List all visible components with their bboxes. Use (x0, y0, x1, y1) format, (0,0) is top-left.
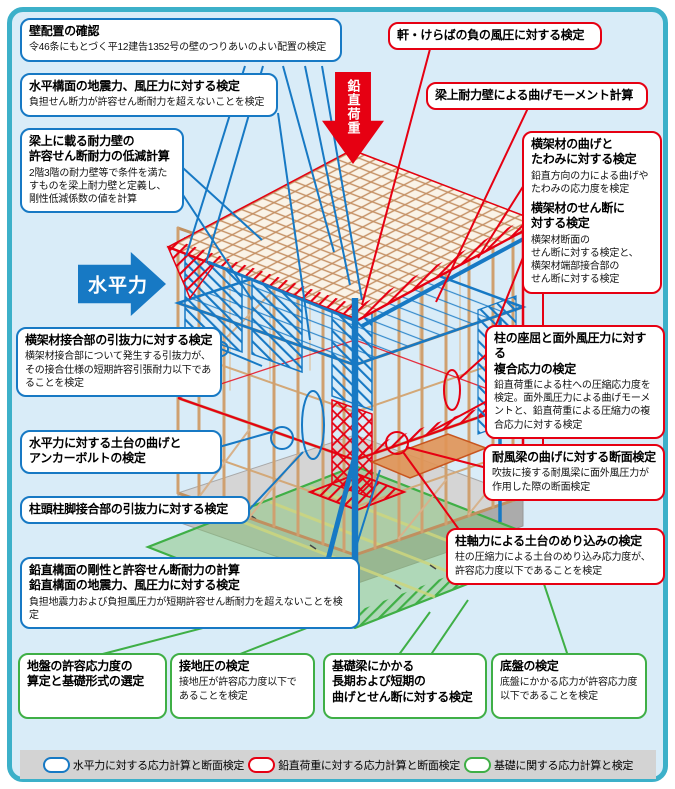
note-title: 柱頭柱脚接合部の引抜力に対する検定 (29, 502, 228, 516)
note-sill-bending-anchor: 水平力に対する土台の曲げと アンカーボルトの検定 (20, 430, 222, 474)
note-title: 水平力に対する土台の曲げと アンカーボルトの検定 (29, 436, 182, 466)
note-foundation-beam: 基礎梁にかかる 長期および短期の 曲げとせん断に対する検定 (323, 653, 487, 719)
note-body: 2階3階の耐力壁等で条件を満たすものを梁上耐力壁と定義し、剛性低減係数の値を計算 (29, 167, 168, 206)
note-body: 鉛直荷重による柱への圧縮応力度を検定。面外風圧力による曲げモーメントと、鉛直荷重… (494, 380, 651, 431)
note-title: 横架材接合部の引抜力に対する検定 (25, 333, 213, 347)
note-title: 底盤の検定 (500, 659, 559, 673)
legend-item-foundation: 基礎に関する応力計算と検定 (464, 756, 634, 773)
legend-label: 水平力に対する応力計算と断面検定 (72, 759, 245, 772)
vertical-load-arrow-label: 鉛直荷重 (345, 79, 361, 135)
note-body: 柱の圧縮力による土台のめり込み応力度が、許容応力度以下であることを検定 (455, 552, 651, 577)
note-title: 柱軸力による土台のめり込みの検定 (455, 534, 642, 548)
blue-connectors (182, 65, 381, 561)
note-body: 負担せん断力が許容せん断耐力を超えないことを検定 (29, 97, 265, 109)
note-title2: 鉛直構面の地震力、風圧力に対する検定 (29, 578, 240, 593)
note-column-joint-pullout: 柱頭柱脚接合部の引抜力に対する検定 (20, 496, 250, 525)
note-body: 鉛直方向の力による曲げや たわみの応力度を検定 (531, 170, 649, 195)
note-base-slab: 底盤の検定 底盤にかかる応力が許容応力度以下であることを検定 (491, 653, 647, 719)
note-contact-pressure: 接地圧の検定 接地圧が許容応力度以下であることを検定 (170, 653, 315, 719)
note-title: 耐風梁の曲げに対する断面検定 (492, 450, 656, 464)
note-beam-bending-shear: 横架材の曲げと たわみに対する検定 鉛直方向の力による曲げや たわみの応力度を検… (522, 131, 662, 294)
note-beam-joint-pullout: 横架材接合部の引抜力に対する検定 横架材接合部について発生する引抜力が、その接合… (16, 327, 222, 397)
legend-swatch-blue (42, 756, 70, 773)
note-body: 負担地震力および負担風圧力が短期許容せん断耐力を超えないことを検定 (29, 596, 343, 621)
note-shear-reduction: 梁上に載る耐力壁の 許容せん断耐力の低減計算 2階3階の耐力壁等で条件を満たすも… (20, 128, 184, 214)
note-title: 横架材の曲げと たわみに対する検定 (531, 137, 637, 167)
note-title: 壁配置の確認 (29, 24, 100, 38)
note-title: 軒・けらばの負の風圧に対する検定 (397, 28, 585, 42)
note-horizontal-diaphragm: 水平構面の地震力、風圧力に対する検定 負担せん断力が許容せん断耐力を超えないこと… (20, 73, 278, 117)
vertical-load-arrow: 鉛直荷重 (322, 72, 384, 164)
legend: 水平力に対する応力計算と断面検定 鉛直荷重に対する応力計算と断面検定 基礎に関す… (20, 750, 656, 779)
legend-item-horizontal: 水平力に対する応力計算と断面検定 (42, 756, 245, 773)
note-title2: 横架材のせん断に 対する検定 (531, 201, 625, 231)
note-body: 令46条にもとづく平12建告1352号の壁のつりあいのよい配置の検定 (29, 42, 327, 54)
note-wind-beam: 耐風梁の曲げに対する断面検定 吹抜に接する耐風梁に面外風圧力が作用した際の断面検… (483, 444, 665, 501)
note-title: 地盤の許容応力度の 算定と基礎形式の選定 (27, 659, 145, 689)
note-body: 横架材接合部について発生する引抜力が、その接合仕様の短期許容引張耐力以下であるこ… (25, 351, 212, 389)
note-vertical-plane: 鉛直構面の剛性と許容せん断耐力の計算 鉛直構面の地震力、風圧力に対する検定 負担… (20, 557, 360, 630)
note-body: 接地圧が許容応力度以下であることを検定 (179, 677, 297, 702)
note-title: 水平構面の地震力、風圧力に対する検定 (29, 79, 240, 93)
legend-label: 基礎に関する応力計算と検定 (494, 759, 634, 772)
legend-label: 鉛直荷重に対する応力計算と断面検定 (278, 759, 460, 772)
note-title: 梁上に載る耐力壁の 許容せん断耐力の低減計算 (29, 134, 170, 164)
note-title: 接地圧の検定 (179, 659, 250, 673)
note-beam-moment: 梁上耐力壁による曲げモーメント計算 (426, 82, 648, 111)
horizontal-force-arrow-label: 水平力 (88, 275, 149, 297)
note-title: 基礎梁にかかる 長期および短期の 曲げとせん断に対する検定 (332, 659, 473, 704)
note-title: 鉛直構面の剛性と許容せん断耐力の計算 (29, 563, 240, 577)
legend-swatch-red (248, 756, 276, 773)
horizontal-force-arrow: 水平力 (78, 252, 166, 316)
note-eaves-wind: 軒・けらばの負の風圧に対する検定 (388, 22, 602, 51)
note-body: 底盤にかかる応力が許容応力度以下であることを検定 (500, 677, 638, 702)
roof (166, 149, 542, 328)
legend-swatch-green (464, 756, 491, 773)
note-body: 吹抜に接する耐風梁に面外風圧力が作用した際の断面検定 (492, 468, 649, 493)
legend-item-vertical: 鉛直荷重に対する応力計算と断面検定 (248, 756, 460, 773)
note-title: 梁上耐力壁による曲げモーメント計算 (435, 88, 634, 102)
red-connectors (361, 48, 529, 532)
note-title: 柱の座屈と面外風圧力に対する 複合応力の検定 (494, 331, 647, 376)
note-column-buckling: 柱の座屈と面外風圧力に対する 複合応力の検定 鉛直荷重による柱への圧縮応力度を検… (485, 325, 665, 439)
note-body2: 横架材断面の せん断に対する検定と、 横架材端部接合部の せん断に対する検定 (531, 234, 639, 286)
note-wall-placement: 壁配置の確認 令46条にもとづく平12建告1352号の壁のつりあいのよい配置の検… (20, 18, 342, 62)
note-ground-bearing: 地盤の許容応力度の 算定と基礎形式の選定 (18, 653, 167, 719)
note-column-sill-crush: 柱軸力による土台のめり込みの検定 柱の圧縮力による土台のめり込み応力度が、許容応… (446, 528, 665, 585)
